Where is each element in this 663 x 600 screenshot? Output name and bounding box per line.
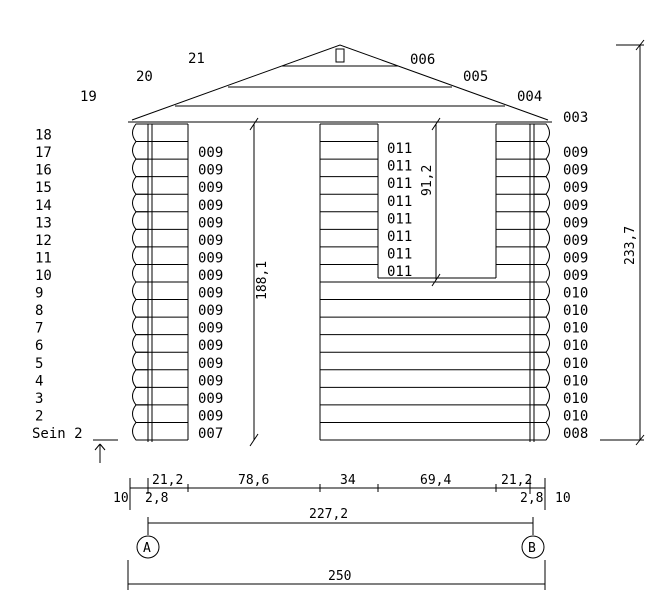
log-code-label: 009 xyxy=(563,215,588,231)
gable-row-number-label: 20 xyxy=(136,69,153,85)
width-dim-label: 34 xyxy=(340,473,356,488)
log-code-label: 008 xyxy=(563,426,588,442)
window-height-dim: 91,2 xyxy=(420,117,441,287)
width-dim-label: 10 xyxy=(555,491,571,506)
log-code-label: 009 xyxy=(563,145,588,161)
door-height-dim: 188,1 xyxy=(249,117,270,447)
axis-a-marker: A xyxy=(136,535,160,559)
row-number-label: Sein 2 xyxy=(32,426,83,442)
log-code-label: 011 xyxy=(387,229,412,245)
row-number-label: 9 xyxy=(35,286,43,302)
log-code-label: 009 xyxy=(563,250,588,266)
wall-logs xyxy=(147,123,535,442)
row-number-label: 11 xyxy=(35,250,52,266)
log-code-label: 009 xyxy=(198,163,223,179)
corner-log-ends xyxy=(132,123,550,441)
door-opening xyxy=(187,124,321,440)
door-height-label: 188,1 xyxy=(255,261,270,300)
log-code-label: 010 xyxy=(563,338,588,354)
log-code-label: 009 xyxy=(563,163,588,179)
log-code-label: 009 xyxy=(198,373,223,389)
row-number-label: 12 xyxy=(35,233,52,249)
row-number-label: 16 xyxy=(35,163,52,179)
row-number-label: 8 xyxy=(35,303,43,319)
gable-log-code-label: 004 xyxy=(517,89,542,105)
log-code-label: 009 xyxy=(198,198,223,214)
axis-a-label: A xyxy=(143,541,151,556)
log-code-label: 009 xyxy=(198,286,223,302)
log-code-label: 010 xyxy=(563,321,588,337)
log-code-label: 009 xyxy=(198,303,223,319)
row-number-label: 2 xyxy=(35,408,43,424)
log-code-label: 011 xyxy=(387,141,412,157)
total-height-dim: 233,7 xyxy=(600,39,645,446)
log-code-label: 009 xyxy=(198,145,223,161)
row-number-label: 5 xyxy=(35,356,43,372)
row-number-label: 6 xyxy=(35,338,43,354)
width-dim-label: 10 xyxy=(113,491,129,506)
axis-distance-label: 227,2 xyxy=(309,507,348,522)
floor-level-marker xyxy=(93,439,118,463)
ridge-vent-icon xyxy=(335,48,345,63)
log-code-label: 010 xyxy=(563,356,588,372)
total-width-label: 250 xyxy=(328,569,351,584)
log-code-label: 010 xyxy=(563,408,588,424)
row-number-label: 10 xyxy=(35,268,52,284)
log-code-label: 010 xyxy=(563,286,588,302)
log-code-label: 009 xyxy=(563,268,588,284)
log-code-label: 010 xyxy=(563,373,588,389)
row-number-label: 13 xyxy=(35,215,52,231)
row-number-label: 18 xyxy=(35,128,52,144)
gable-roof xyxy=(128,44,552,123)
log-code-label: 009 xyxy=(198,356,223,372)
log-code-label: 009 xyxy=(198,180,223,196)
log-code-label: 009 xyxy=(563,198,588,214)
log-code-label: 011 xyxy=(387,194,412,210)
row-number-label: 4 xyxy=(35,373,43,389)
log-code-label: 007 xyxy=(198,426,223,442)
width-dim-label: 21,2 xyxy=(152,473,183,488)
log-code-label: 010 xyxy=(563,303,588,319)
log-code-label: 009 xyxy=(198,321,223,337)
log-code-label: 011 xyxy=(387,264,412,280)
log-code-label: 009 xyxy=(198,233,223,249)
row-number-label: 15 xyxy=(35,180,52,196)
axis-b-marker: B xyxy=(521,535,545,559)
total-height-label: 233,7 xyxy=(623,226,638,265)
log-code-label: 009 xyxy=(198,250,223,266)
log-code-label: 009 xyxy=(563,233,588,249)
gable-log-code-label: 006 xyxy=(410,52,435,68)
width-dim-label: 21,2 xyxy=(501,473,532,488)
log-code-label: 009 xyxy=(198,268,223,284)
row-number-label: 17 xyxy=(35,145,52,161)
log-code-label: 011 xyxy=(387,176,412,192)
row-number-label: 14 xyxy=(35,198,52,214)
row-number-label: 3 xyxy=(35,391,43,407)
width-dim-label: 78,6 xyxy=(238,473,269,488)
width-dim-label: 69,4 xyxy=(420,473,451,488)
log-code-label: 011 xyxy=(387,159,412,175)
axis-b-label: B xyxy=(528,541,536,556)
log-code-label: 009 xyxy=(198,408,223,424)
row-number-label: 7 xyxy=(35,321,43,337)
log-code-label: 011 xyxy=(387,246,412,262)
gable-log-code-label: 003 xyxy=(563,110,588,126)
gable-row-number-label: 19 xyxy=(80,89,97,105)
log-code-label: 010 xyxy=(563,391,588,407)
log-code-label: 011 xyxy=(387,211,412,227)
gable-log-code-label: 005 xyxy=(463,69,488,85)
width-dimensions xyxy=(127,478,546,590)
log-code-label: 009 xyxy=(198,215,223,231)
gable-row-number-label: 21 xyxy=(188,51,205,67)
log-code-label: 009 xyxy=(198,338,223,354)
log-code-label: 009 xyxy=(563,180,588,196)
log-code-label: 009 xyxy=(198,391,223,407)
window-height-label: 91,2 xyxy=(420,165,435,196)
width-dim-label: 2,8 xyxy=(145,491,168,506)
width-dim-label: 2,8 xyxy=(520,491,543,506)
